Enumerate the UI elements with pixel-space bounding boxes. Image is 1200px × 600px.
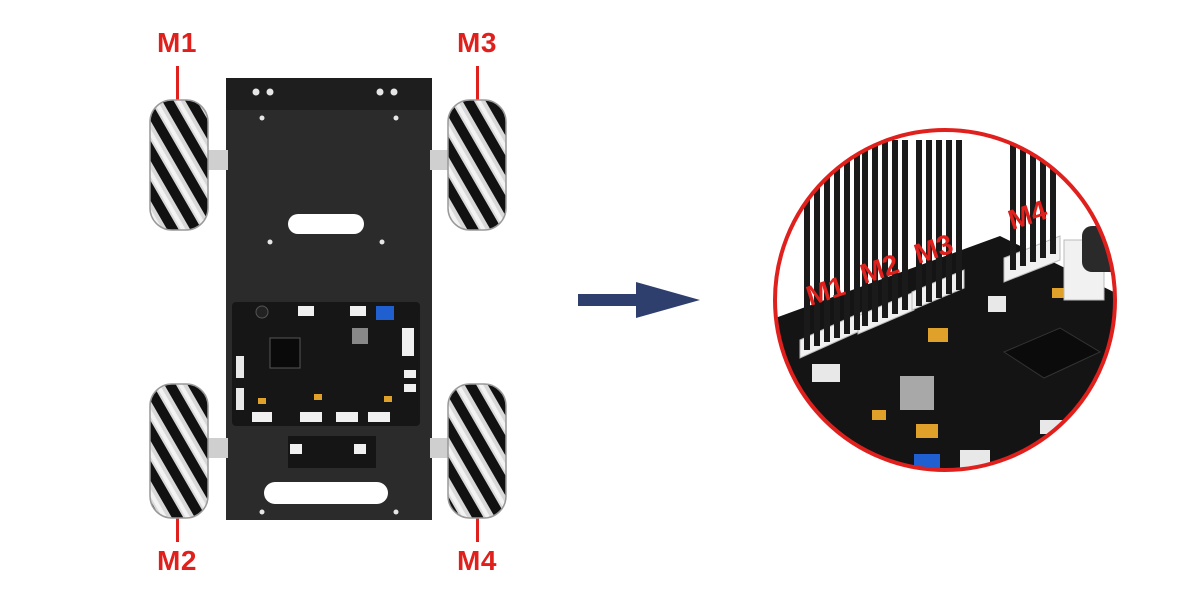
zoom-cables	[804, 140, 1056, 350]
label-m3: M3	[457, 27, 497, 58]
leader-m3	[476, 66, 479, 126]
zoom-mcu-chip	[1002, 327, 1102, 379]
slot-top	[288, 214, 364, 234]
slot-bottom	[264, 482, 388, 504]
wheel-m1	[149, 99, 209, 231]
leader-m1	[176, 66, 179, 126]
zoom-circle-border	[773, 128, 1117, 472]
wheel-m4	[447, 383, 507, 519]
wheel-m2	[149, 383, 209, 519]
label-m4: M4	[457, 545, 497, 576]
wheel-m3	[447, 99, 507, 231]
zoom-circle: M1 M2 M3 M4	[773, 128, 1117, 472]
label-m1: M1	[157, 27, 197, 58]
mount-holes	[252, 88, 399, 515]
robot-car	[149, 78, 507, 520]
chassis-front-bend	[226, 78, 432, 110]
blue-terminal	[376, 306, 394, 320]
arrow-right-icon	[578, 282, 700, 318]
control-board	[232, 302, 420, 426]
label-m2: M2	[157, 545, 197, 576]
